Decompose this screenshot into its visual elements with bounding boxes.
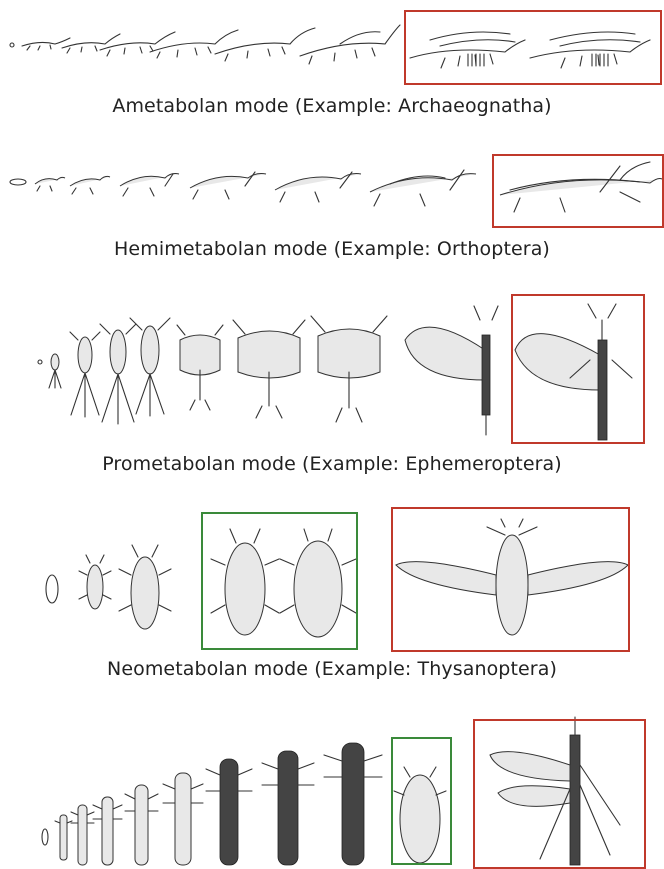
prometabolan-adult-winged bbox=[405, 306, 498, 435]
neometabolan-caption: Neometabolan mode (Example: Thysanoptera… bbox=[0, 658, 664, 680]
hemimetabolan-nymph-6 bbox=[370, 170, 476, 206]
ametabolan-row: Ametabolan mode (Example: Archaeognatha) bbox=[0, 0, 664, 120]
ametabolan-nymph-6 bbox=[300, 25, 400, 64]
neometabolan-larva-1 bbox=[79, 555, 111, 609]
ametabolan-adult-frame bbox=[404, 10, 662, 85]
hemimetabolan-nymph-2 bbox=[70, 176, 110, 194]
ametabolan-egg bbox=[10, 43, 14, 47]
hemimetabolan-adult-frame bbox=[492, 154, 664, 228]
neometabolan-larva-2 bbox=[119, 545, 171, 629]
holometabolan-larva-3 bbox=[93, 797, 122, 865]
holometabolan-larva-5 bbox=[163, 773, 203, 865]
prometabolan-nymph-6 bbox=[233, 320, 305, 418]
holometabolan-adult-frame bbox=[473, 719, 646, 869]
prometabolan-nymph-3 bbox=[100, 324, 136, 424]
holometabolan-larva-6 bbox=[206, 759, 252, 865]
prometabolan-adult-frame bbox=[511, 294, 645, 444]
prometabolan-subimago bbox=[311, 316, 387, 422]
holometabolan-larva-2 bbox=[71, 805, 94, 865]
holometabolan-larva-4 bbox=[125, 785, 158, 865]
ametabolan-nymph-3 bbox=[100, 32, 175, 56]
holometabolan-quiescent-frame bbox=[391, 737, 452, 865]
hemimetabolan-egg bbox=[10, 179, 26, 185]
neometabolan-quiescent-frame bbox=[201, 512, 358, 650]
holometabolan-larva-7 bbox=[262, 751, 314, 865]
prometabolan-nymph-5 bbox=[177, 325, 223, 410]
holometabolan-larva-8 bbox=[324, 743, 382, 865]
hemimetabolan-nymph-3 bbox=[120, 174, 179, 197]
holometabolan-larva-1 bbox=[55, 815, 72, 860]
hemimetabolan-nymph-1 bbox=[35, 177, 65, 191]
prometabolan-egg bbox=[38, 360, 42, 364]
ametabolan-nymph-2 bbox=[62, 34, 120, 53]
prometabolan-row: Prometabolan mode (Example: Ephemeropter… bbox=[0, 290, 664, 485]
hemimetabolan-nymph-5 bbox=[275, 172, 361, 202]
prometabolan-nymph-1 bbox=[49, 354, 61, 388]
neometabolan-row: Neometabolan mode (Example: Thysanoptera… bbox=[0, 505, 664, 675]
holometabolan-row bbox=[0, 715, 664, 865]
hemimetabolan-row: Hemimetabolan mode (Example: Orthoptera) bbox=[0, 140, 664, 270]
hemimetabolan-nymph-4 bbox=[190, 172, 266, 199]
ametabolan-caption: Ametabolan mode (Example: Archaeognatha) bbox=[0, 95, 664, 117]
prometabolan-nymph-4 bbox=[130, 318, 170, 416]
neometabolan-egg bbox=[46, 575, 58, 603]
holometabolan-egg bbox=[42, 829, 48, 845]
prometabolan-caption: Prometabolan mode (Example: Ephemeropter… bbox=[0, 453, 664, 475]
prometabolan-nymph-2 bbox=[70, 332, 100, 417]
hemimetabolan-caption: Hemimetabolan mode (Example: Orthoptera) bbox=[0, 238, 664, 260]
ametabolan-nymph-4 bbox=[150, 30, 238, 58]
neometabolan-adult-frame bbox=[391, 507, 630, 652]
